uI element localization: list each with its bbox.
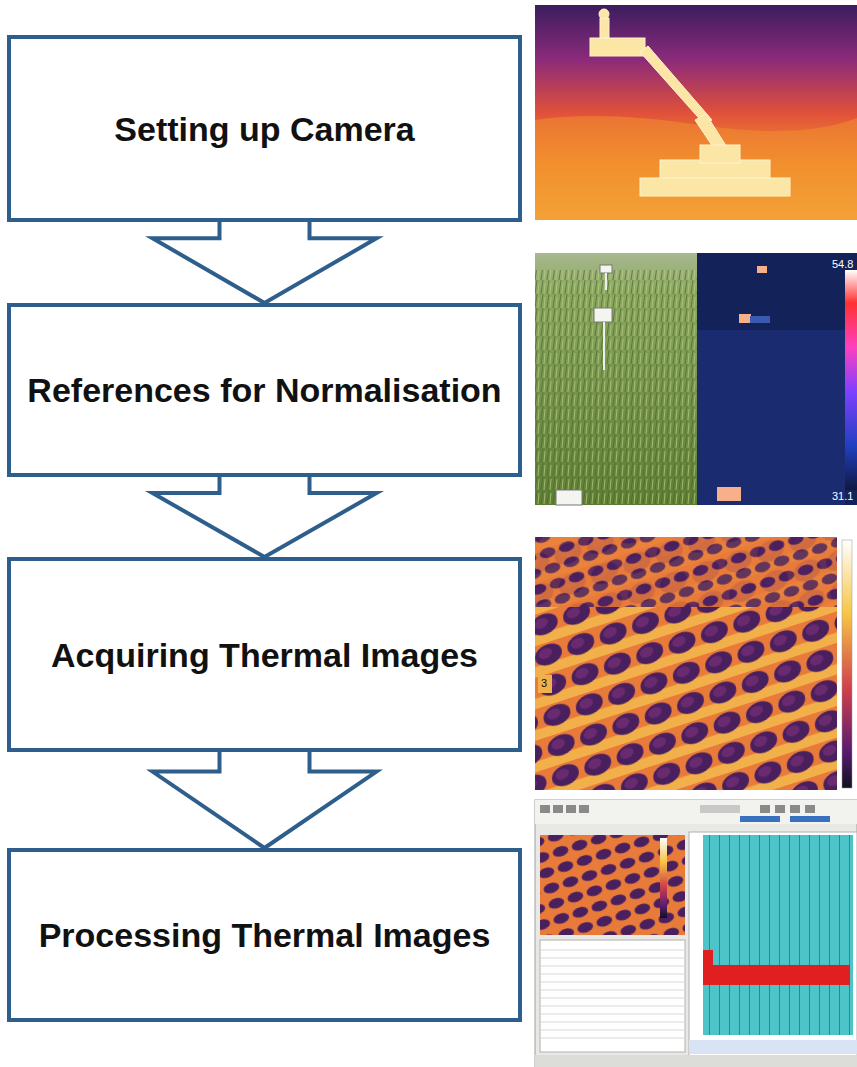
box-label: References for Normalisation xyxy=(15,367,513,413)
software-screenshot xyxy=(535,800,857,1067)
picture-label: 54.8 xyxy=(832,258,853,271)
thermal-panel xyxy=(717,266,767,501)
histogram-area xyxy=(703,835,853,1035)
reference-panel xyxy=(556,265,612,505)
toolbar xyxy=(535,800,857,824)
panel-post xyxy=(604,273,606,370)
reference-panels-image xyxy=(535,253,857,505)
thermal-background xyxy=(535,5,857,220)
thermal-view xyxy=(697,253,857,505)
picture-label: 31.1 xyxy=(832,490,853,503)
thermal-post xyxy=(750,316,770,323)
table-rows xyxy=(540,950,685,1038)
tab-strip xyxy=(535,1055,857,1067)
process-box: Setting up Camera xyxy=(7,35,522,222)
box-label: Processing Thermal Images xyxy=(27,912,503,958)
status-strip xyxy=(689,1040,857,1054)
thermal-field xyxy=(535,116,857,220)
toolbar-icons xyxy=(540,805,830,822)
wheat-field-photo xyxy=(535,253,697,505)
picture-label: 3 xyxy=(541,677,547,690)
crop-rows xyxy=(535,537,837,790)
thermal-crop xyxy=(697,330,845,505)
crane-thermal-image xyxy=(535,5,857,220)
histogram-bar xyxy=(703,965,850,985)
box-label: Acquiring Thermal Images xyxy=(39,632,490,678)
color-scale xyxy=(845,270,857,490)
block-arrow xyxy=(153,220,377,303)
color-scale xyxy=(842,540,852,788)
crane-figure xyxy=(590,9,790,196)
wheat-texture xyxy=(535,270,697,505)
window xyxy=(535,800,857,1067)
results-table xyxy=(540,940,685,1052)
process-box: References for Normalisation xyxy=(7,303,522,477)
block-arrow xyxy=(153,750,377,848)
crop-rows-thermal-image xyxy=(535,537,852,790)
thermal-thumbnail xyxy=(540,835,685,935)
box-label: Setting up Camera xyxy=(102,106,426,152)
block-arrow xyxy=(153,475,377,557)
process-box: Processing Thermal Images xyxy=(7,848,522,1022)
histogram-bar xyxy=(703,950,713,970)
distant-rows xyxy=(535,537,837,607)
process-box: Acquiring Thermal Images xyxy=(7,557,522,752)
plot-marker xyxy=(538,675,552,693)
thumbnail-scale xyxy=(660,838,667,918)
chart-panel xyxy=(689,832,857,1057)
